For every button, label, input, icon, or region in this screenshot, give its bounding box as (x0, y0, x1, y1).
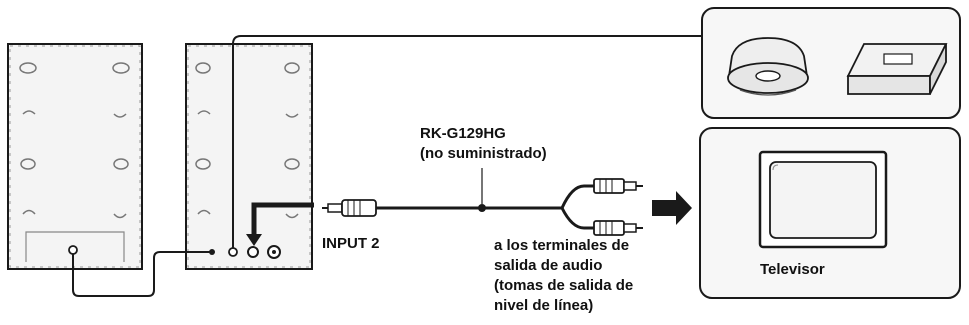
television-icon (758, 150, 888, 249)
television-label: Televisor (760, 261, 825, 278)
left-speaker (7, 43, 143, 270)
portable-players-box (701, 7, 961, 119)
television-box (699, 127, 961, 299)
down-arrow-icon (246, 202, 314, 246)
cd-player-icon (727, 37, 809, 96)
rca-plug-upper (593, 178, 643, 194)
cable-model-label: RK-G129HG (420, 125, 506, 142)
audio-cable (322, 168, 643, 236)
destination-line: a los terminales de (494, 237, 630, 254)
destination-line: nivel de línea) (494, 297, 594, 314)
md-player-icon (846, 43, 948, 95)
destination-line: salida de audio (494, 257, 603, 274)
input-jacks (209, 245, 281, 259)
right-arrow-icon (652, 191, 692, 225)
cable-note-label: (no suministrado) (420, 145, 547, 162)
right-speaker (185, 43, 313, 270)
rca-plug-lower (593, 220, 643, 236)
destination-line: (tomas de salida de (494, 277, 634, 294)
destination-description: a los terminales de salida de audio (tom… (494, 236, 633, 316)
input-label: INPUT 2 (322, 235, 380, 252)
speaker-link-cable (72, 251, 210, 297)
device-cable (232, 35, 702, 248)
